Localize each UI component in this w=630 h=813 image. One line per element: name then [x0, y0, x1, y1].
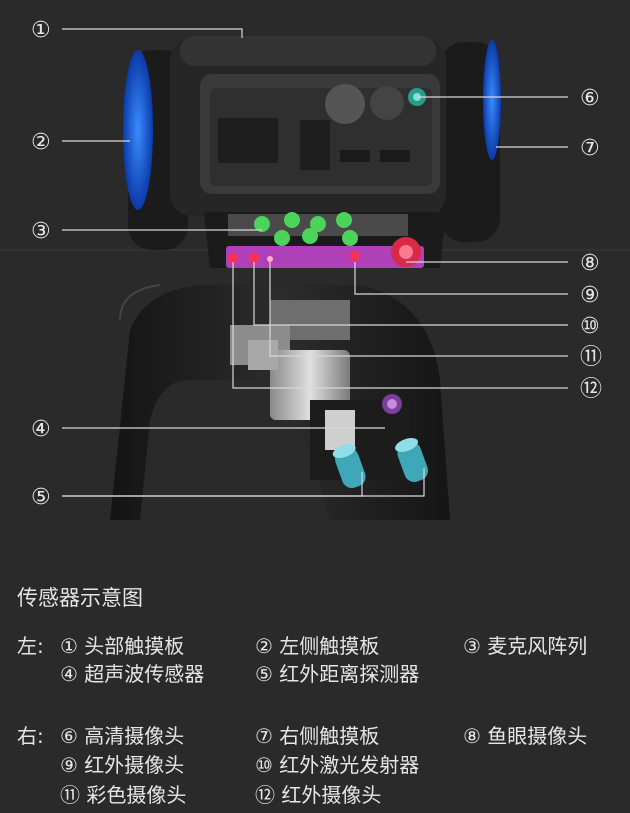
legend-item-fisheye: ⑧ 鱼眼摄像头 — [463, 724, 588, 748]
legend-item-left-touchpad: ② 左侧触摸板 — [255, 634, 380, 658]
ir-laser-dot — [249, 253, 259, 263]
callout-5: ⑤ — [31, 485, 51, 510]
color-camera-dot — [267, 256, 273, 262]
microphone-array — [254, 212, 358, 246]
callout-1: ① — [31, 18, 51, 43]
ir-camera-dot — [228, 253, 238, 263]
legend-item-ultrasonic: ④ 超声波传感器 — [60, 662, 205, 686]
legend-title: 传感器示意图 — [17, 586, 143, 610]
sensor-legend: 传感器示意图 左: ① 头部触摸板 ② 左侧触摸板 ③ 麦克风阵列 ④ 超声波传… — [0, 560, 630, 813]
legend-item-ir-camera-2: ⑫ 红外摄像头 — [255, 783, 382, 807]
callout-7: ⑦ — [580, 136, 600, 161]
callout-9: ⑨ — [580, 283, 600, 308]
left-touchpad-glow — [123, 50, 153, 210]
legend-item-ir-camera: ⑨ 红外摄像头 — [60, 753, 185, 777]
legend-right-label: 右: — [17, 724, 44, 748]
callout-4: ④ — [31, 417, 51, 442]
ir-camera-2-dot — [350, 251, 360, 261]
callout-6: ⑥ — [580, 86, 600, 111]
legend-item-ir-distance: ⑤ 红外距离探测器 — [255, 662, 420, 686]
ir-distance-detector-left — [335, 447, 366, 489]
legend-item-color-camera: ⑪ 彩色摄像头 — [60, 783, 187, 807]
callout-3: ③ — [31, 219, 51, 244]
legend-left-label: 左: — [17, 634, 44, 658]
right-touchpad-glow — [483, 40, 501, 160]
callout-2: ② — [31, 130, 51, 155]
legend-item-head-touchpad: ① 头部触摸板 — [60, 634, 185, 658]
robot-illustration: ① ② ③ ④ ⑤ ⑥ ⑦ ⑧ ⑨ ⑩ ⑪ ⑫ — [0, 18, 630, 520]
leader-lines — [62, 28, 568, 497]
legend-item-right-touchpad: ⑦ 右侧触摸板 — [255, 724, 380, 748]
callout-12: ⑫ — [580, 377, 602, 402]
legend-item-hd-camera: ⑥ 高清摄像头 — [60, 724, 185, 748]
ir-distance-detector-right — [397, 441, 428, 482]
callout-10: ⑩ — [580, 314, 600, 339]
legend-item-mic-array: ③ 麦克风阵列 — [463, 634, 588, 658]
legend-item-ir-laser: ⑩ 红外激光发射器 — [255, 753, 420, 777]
callout-11: ⑪ — [580, 345, 602, 370]
callout-8: ⑧ — [580, 251, 600, 276]
sensor-bar — [226, 246, 424, 268]
